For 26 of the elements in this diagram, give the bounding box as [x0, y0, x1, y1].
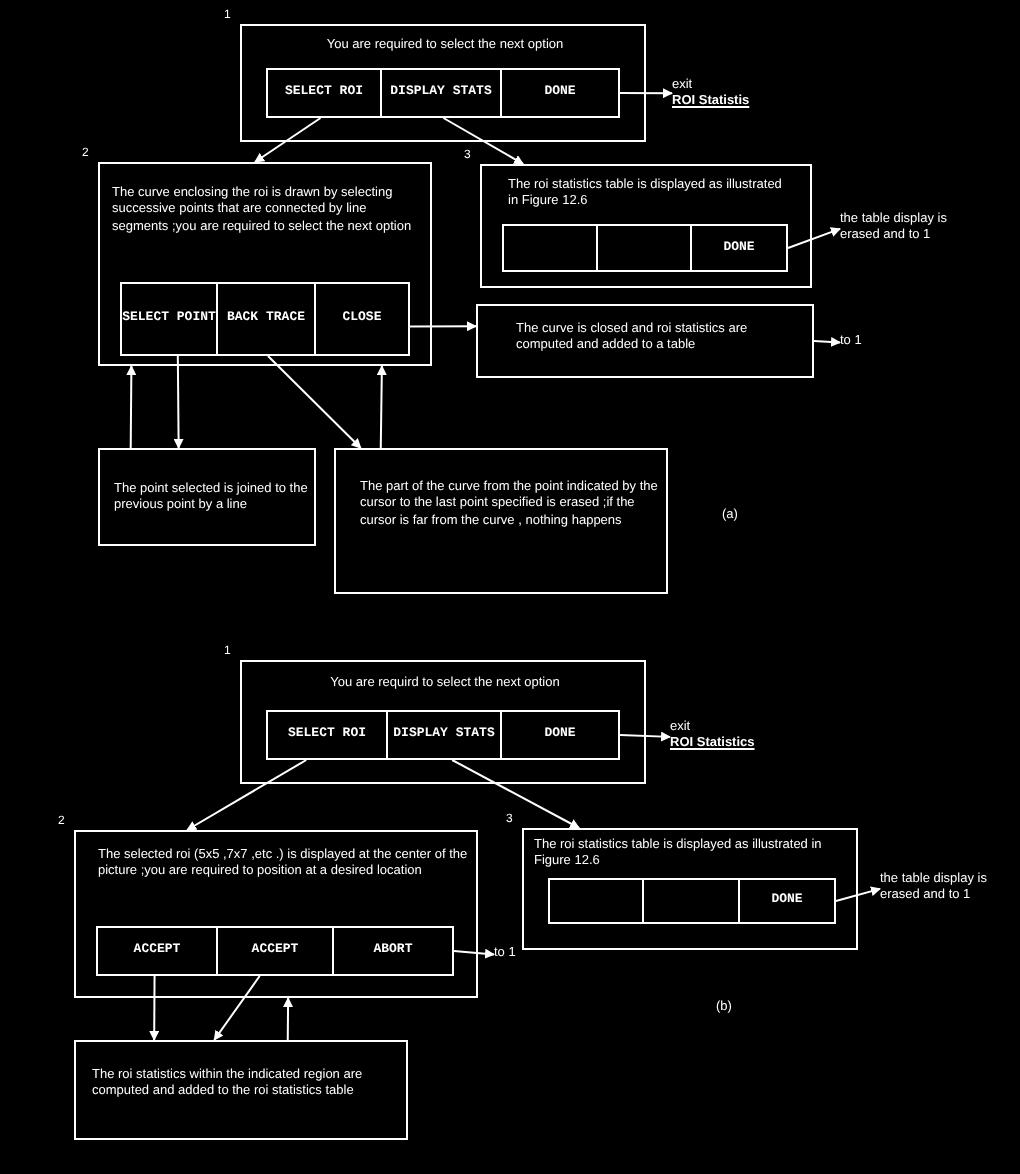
arrow [442, 117, 525, 165]
arrow [126, 365, 137, 449]
arrow [835, 886, 881, 902]
arrow [451, 759, 581, 829]
arrow [619, 731, 671, 742]
text-box [74, 1040, 408, 1140]
arrow [813, 336, 841, 347]
arrow [149, 975, 160, 1041]
arrow [213, 975, 261, 1041]
text-box [476, 304, 814, 378]
arrow [787, 227, 841, 249]
empty-table-cell [596, 224, 692, 272]
empty-table-cell [642, 878, 740, 924]
text-box [334, 448, 668, 594]
arrow [619, 88, 673, 99]
text-box [98, 448, 316, 546]
arrow [283, 997, 294, 1041]
arrow [173, 355, 184, 449]
arrow [186, 759, 308, 831]
arrow [254, 117, 322, 163]
empty-table-cell [548, 878, 644, 924]
arrow [453, 948, 495, 959]
arrow [267, 355, 362, 449]
arrow [409, 321, 477, 332]
empty-table-cell [502, 224, 598, 272]
arrow [376, 365, 387, 449]
